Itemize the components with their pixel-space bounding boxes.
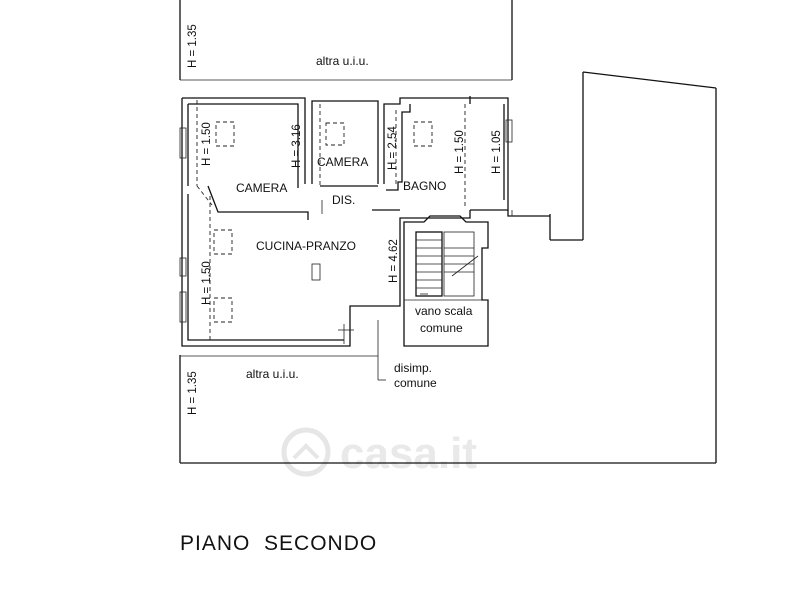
- height-bagno-right: H = 1.05: [491, 130, 503, 174]
- skylights: [213, 121, 433, 323]
- room-labels: altra u.i.u. CAMERA CAMERA DIS. BAGNO CU…: [236, 54, 473, 390]
- label-altra-uiu-top: altra u.i.u.: [316, 54, 369, 68]
- label-disimp: disimp.: [394, 361, 432, 375]
- floor-title: PIANO SECONDO: [180, 532, 377, 555]
- watermark: casa.it: [281, 427, 477, 478]
- height-camera-2-right: H = 2.54: [387, 126, 399, 170]
- flue-mark: [311, 263, 321, 281]
- watermark-text: casa.it: [340, 429, 477, 478]
- label-camera-2: CAMERA: [317, 155, 368, 169]
- skylight-3: [413, 121, 433, 147]
- label-altra-uiu-bottom: altra u.i.u.: [246, 367, 299, 381]
- apartment-walls: [179, 96, 550, 347]
- height-bottom-left: H = 1.35: [187, 371, 199, 415]
- height-top-left: H = 1.35: [187, 24, 199, 68]
- stair-arrow: [451, 255, 479, 277]
- label-vano-scala: vano scala: [415, 304, 473, 318]
- skylight-1: [215, 121, 235, 147]
- label-cucina-pranzo: CUCINA-PRANZO: [256, 239, 356, 253]
- height-cucina-left: H = 1.50: [201, 261, 213, 305]
- label-bagno: BAGNO: [403, 179, 446, 193]
- skylight-4: [213, 229, 233, 255]
- height-labels: H = 1.35 H = 1.50 H = 3.16 H = 2.54 H = …: [187, 24, 503, 415]
- height-camera-1-right: H = 3.16: [291, 124, 303, 168]
- staircase: [403, 215, 489, 347]
- label-camera-1: CAMERA: [236, 181, 287, 195]
- height-lines: [196, 100, 466, 342]
- height-bagno-center: H = 1.50: [454, 130, 466, 174]
- label-vano-scala-comune: comune: [420, 321, 463, 335]
- stair-treads: [416, 239, 474, 289]
- outer-lines: [179, 0, 717, 464]
- entrance-marks: [321, 200, 386, 381]
- label-disimp-comune: comune: [394, 376, 437, 390]
- height-camera-1-left: H = 1.50: [201, 122, 213, 166]
- skylight-5: [213, 297, 233, 323]
- skylight-2: [325, 122, 345, 146]
- house-logo-icon: [281, 427, 331, 477]
- label-dis: DIS.: [332, 193, 355, 207]
- height-cucina-right: H = 4.62: [388, 239, 400, 283]
